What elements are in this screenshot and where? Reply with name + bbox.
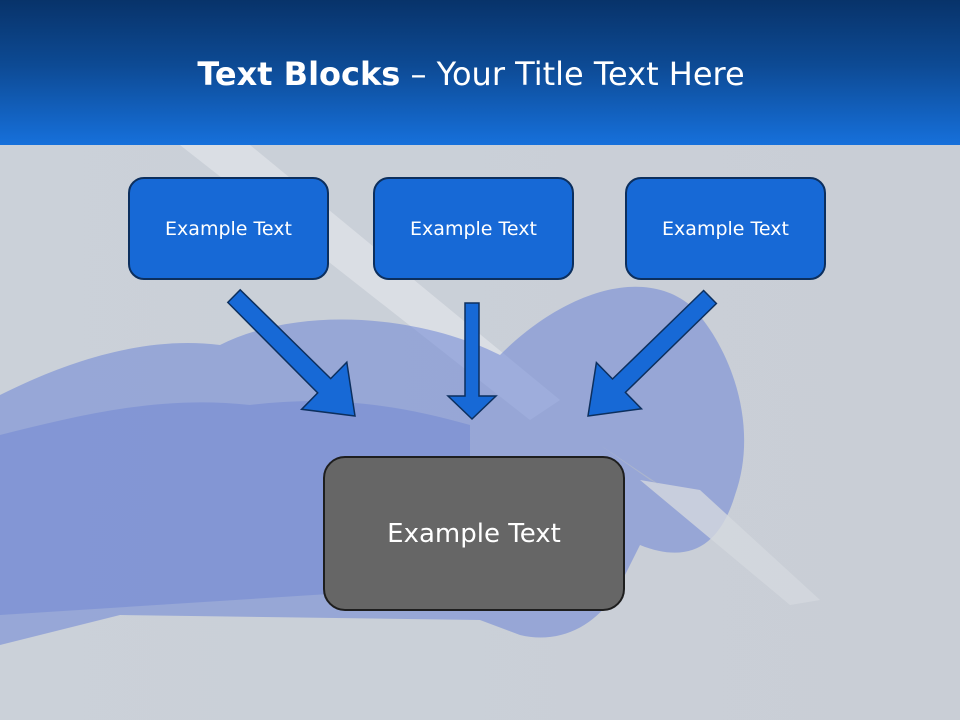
target-block-label: Example Text: [387, 518, 561, 549]
text-block-label: Example Text: [410, 217, 537, 240]
text-block-1: Example Text: [128, 177, 329, 280]
title-bar: [0, 0, 960, 145]
text-block-2: Example Text: [373, 177, 574, 280]
title-bold: Text Blocks: [197, 55, 401, 93]
title-rest: – Your Title Text Here: [400, 55, 745, 93]
page-title: Text Blocks – Your Title Text Here: [0, 52, 942, 96]
text-block-3: Example Text: [625, 177, 826, 280]
target-block: Example Text: [323, 456, 625, 611]
text-block-label: Example Text: [662, 217, 789, 240]
text-block-label: Example Text: [165, 217, 292, 240]
